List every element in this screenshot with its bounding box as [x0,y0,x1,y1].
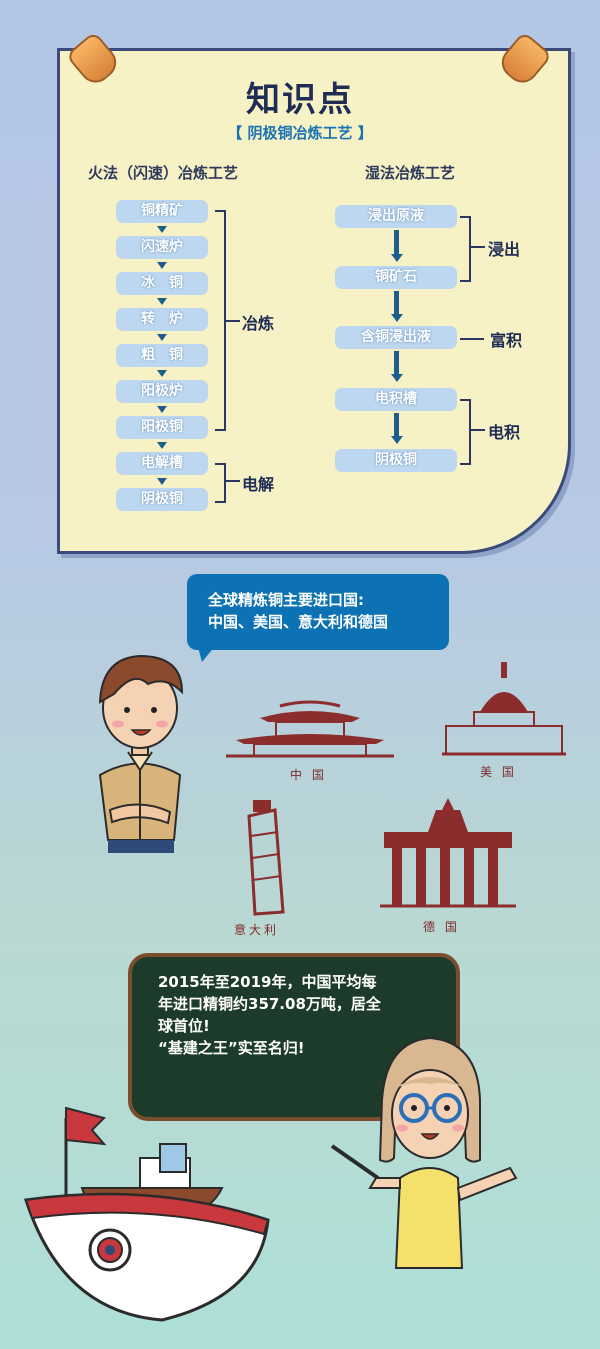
speech-bubble-tail [196,640,220,662]
board-text: 2015年至2019年，中国平均每 年进口精铜约357.08万吨，居全 球首位!… [158,971,448,1059]
down-arrow-icon [391,254,403,262]
bracket [215,210,226,431]
speech-bubble [187,574,449,650]
bubble-line: 全球精炼铜主要进口国: [208,591,364,609]
flow-line [394,230,399,255]
landmark-label: 中 国 [290,768,327,782]
down-arrow-icon [391,374,403,382]
wet-process-heading: 湿法冶炼工艺 [365,164,456,182]
girl-illustration [330,1036,518,1269]
down-arrow-icon [157,478,167,485]
down-arrow-icon [157,442,167,449]
page-title: 知识点 [246,80,354,120]
flow-line [394,413,399,437]
fire-step: 粗 铜 [116,344,208,367]
fire-step: 闪速炉 [116,236,208,259]
bubble-text: 全球精炼铜主要进口国: 中国、美国、意大利和德国 [208,589,448,633]
down-arrow-icon [157,334,167,341]
boy-illustration [98,654,184,853]
down-arrow-icon [391,436,403,444]
group-label-smelting: 冶炼 [242,314,275,333]
flow-line [394,351,399,375]
bracket [460,216,471,282]
down-arrow-icon [157,298,167,305]
wet-step: 铜矿石 [335,266,457,289]
flow-line [394,291,399,315]
wet-step: 含铜浸出液 [335,326,457,349]
fire-step: 铜精矿 [116,200,208,223]
bracket-tick [226,480,240,482]
brandenburg-gate-icon [380,798,516,908]
bracket-tick [471,429,485,431]
bracket-tick [471,246,485,248]
down-arrow-icon [391,314,403,322]
landmark-label: 意大利 [234,923,280,937]
board-line: “基建之王”实至名归! [158,1039,305,1057]
board-line: 年进口精铜约357.08万吨，居全 [158,995,381,1013]
capitol-icon [442,662,566,756]
fire-step: 冰 铜 [116,272,208,295]
down-arrow-icon [157,262,167,269]
leaning-tower-icon [247,800,285,916]
group-label-enrichment: 富积 [490,331,523,350]
bubble-line: 中国、美国、意大利和德国 [208,613,389,631]
fire-process-heading: 火法（闪速）冶炼工艺 [88,164,239,182]
landmark-label: 美 国 [480,765,517,779]
board-line: 2015年至2019年，中国平均每 [158,973,377,991]
group-label-leaching: 浸出 [488,240,521,259]
cargo-ship-illustration [24,1106,270,1322]
forbidden-city-icon [226,700,394,758]
wet-step: 电积槽 [335,388,457,411]
bracket [215,463,226,503]
landmark-label: 德 国 [423,920,460,934]
page-subtitle: 【 阴极铜冶炼工艺 】 [227,124,373,142]
bracket-tick [226,320,240,322]
group-label-electrolysis: 电解 [242,475,275,494]
wet-step: 阴极铜 [335,449,457,472]
board-line: 球首位! [158,1017,210,1035]
bracket [460,399,471,465]
connector-line [460,338,484,340]
fire-step: 转 炉 [116,308,208,331]
wet-step: 浸出原液 [335,205,457,228]
fire-step: 阳极炉 [116,380,208,403]
down-arrow-icon [157,370,167,377]
fire-step: 阳极铜 [116,416,208,439]
group-label-electrowinning: 电积 [488,423,521,442]
down-arrow-icon [157,226,167,233]
fire-step: 阴极铜 [116,488,208,511]
fire-step: 电解槽 [116,452,208,475]
down-arrow-icon [157,406,167,413]
